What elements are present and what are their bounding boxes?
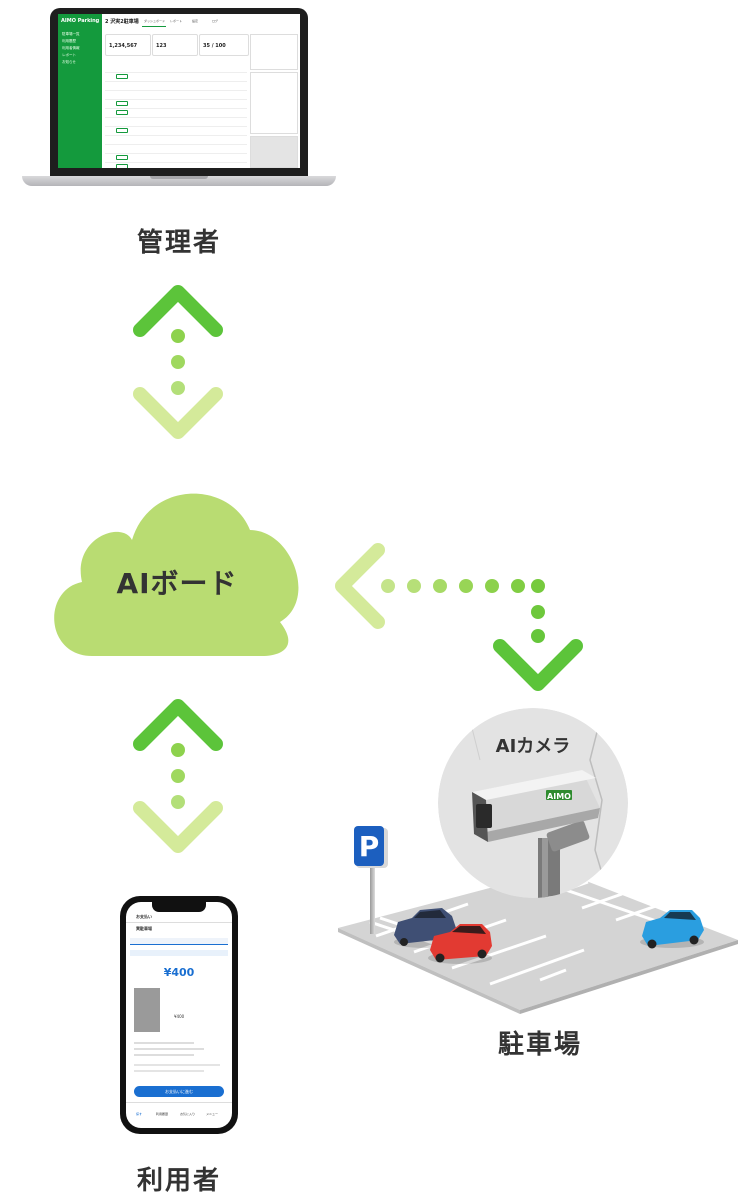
dashboard-brand: AIMO Parking xyxy=(61,18,100,24)
dashboard-main: 2 沢実2駐車場 ダッシュボード レポート 設定 ログ 1,234,567 12… xyxy=(102,14,300,168)
laptop-notch xyxy=(150,176,208,179)
admin-board-arrow xyxy=(133,285,223,439)
dashboard-sidebar: AIMO Parking 駐車場一覧 利用履歴 利用者情報 レポート お知らせ xyxy=(58,14,102,168)
parking-sign: P xyxy=(354,826,388,934)
lot-name: 実駐車場 xyxy=(136,926,152,931)
pay-button[interactable]: お支払いに進む xyxy=(134,1086,224,1097)
nav-item[interactable]: メニュー xyxy=(206,1112,219,1116)
parking-lot xyxy=(338,870,738,1014)
sidebar-item: 利用履歴 xyxy=(62,39,76,43)
dashboard-title: 2 沢実2駐車場 xyxy=(105,19,139,25)
app-header: お支払い xyxy=(136,914,152,919)
board-user-arrow xyxy=(133,699,223,853)
ai-board-label: AIボード xyxy=(116,567,238,600)
nav-item[interactable]: お気に入り xyxy=(180,1112,196,1116)
camera-brand: AIMO xyxy=(547,792,571,801)
parking-label: 駐車場 xyxy=(497,1030,582,1060)
stat-card: 1,234,567 xyxy=(105,34,151,56)
stat-value: 123 xyxy=(156,43,167,49)
stat-card: 35 / 100 xyxy=(199,34,249,56)
ai-board-cloud xyxy=(54,493,299,656)
dashboard-tab: 設定 xyxy=(192,19,199,23)
ai-camera-label: AIカメラ xyxy=(495,736,571,757)
phone-notch xyxy=(152,902,206,912)
dashboard-tab: ログ xyxy=(212,19,219,23)
dashboard-tab: レポート xyxy=(170,19,183,23)
laptop-base xyxy=(22,176,336,186)
sidebar-item: レポート xyxy=(62,53,76,57)
dashboard-tab: ダッシュボード xyxy=(144,19,166,23)
admin-label: 管理者 xyxy=(136,228,221,258)
fee-sub-amount: ¥400 xyxy=(174,1014,185,1019)
nav-item[interactable]: 利用履歴 xyxy=(156,1112,169,1116)
user-app-screen: お支払い 実駐車場 ¥400 ¥400 お支払いに進む 探す 利用履歴 お気に入… xyxy=(126,902,232,1128)
car-blue xyxy=(640,910,704,949)
stat-card: 123 xyxy=(152,34,198,56)
stat-value: 35 / 100 xyxy=(203,43,226,49)
sidebar-item: 利用者情報 xyxy=(62,46,80,50)
user-label: 利用者 xyxy=(136,1166,221,1196)
car-red xyxy=(428,924,492,964)
stat-value: 1,234,567 xyxy=(109,43,138,49)
board-camera-arrow xyxy=(335,543,583,691)
nav-item[interactable]: 探す xyxy=(136,1112,143,1116)
fee-amount: ¥400 xyxy=(163,966,195,979)
sidebar-item: 駐車場一覧 xyxy=(62,32,80,36)
svg-text:P: P xyxy=(359,830,380,863)
ai-camera: AIMO xyxy=(472,770,600,842)
sidebar-item: お知らせ xyxy=(62,60,76,64)
admin-dashboard-screen: AIMO Parking 駐車場一覧 利用履歴 利用者情報 レポート お知らせ … xyxy=(58,14,300,168)
